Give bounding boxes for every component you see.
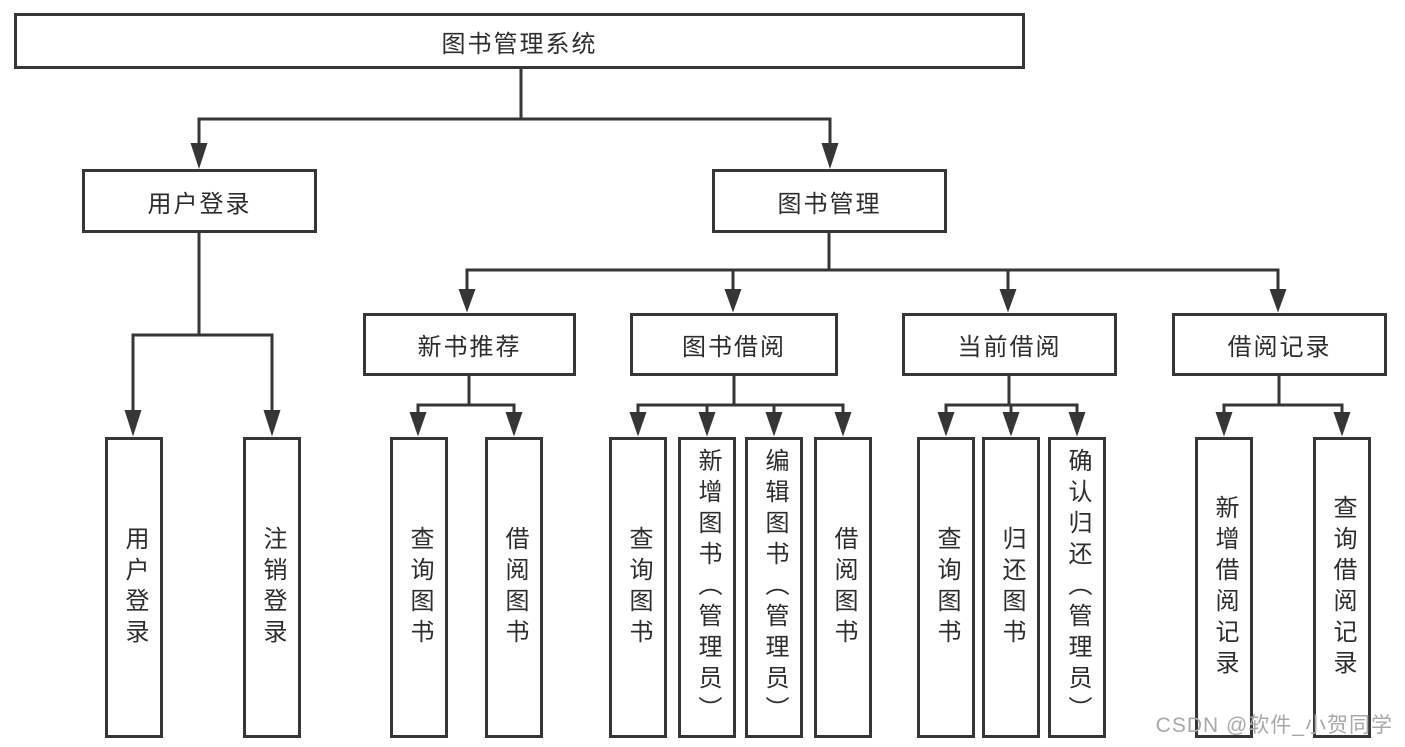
leaf-br-query-borrow-record-label: 查询借阅记录 <box>1329 494 1356 681</box>
leaf-nbr-query-books-label: 查询图书 <box>406 525 433 650</box>
connector-book-management-branch <box>458 232 1287 313</box>
csdn-watermark: CSDN @软件_小贺同学 <box>1155 714 1393 737</box>
leaf-bb-add-book-admin: 新增图书（管理员） <box>678 437 736 738</box>
leaf-br-add-borrow-record: 新增借阅记录 <box>1195 437 1253 738</box>
node-user-login-label: 用户登录 <box>147 190 252 218</box>
leaf-nbr-query-books: 查询图书 <box>390 437 448 738</box>
leaf-cb-query-books-label: 查询图书 <box>933 525 960 650</box>
connector-root-to-level2 <box>190 67 839 169</box>
connector-user-login-branch <box>124 232 281 437</box>
leaf-cb-query-books: 查询图书 <box>917 437 975 738</box>
leaf-cb-confirm-return-admin-label: 确认归还（管理员） <box>1064 448 1091 727</box>
leaf-nbr-borrow-books: 借阅图书 <box>485 437 543 738</box>
leaf-nbr-borrow-books-label: 借阅图书 <box>501 525 528 650</box>
leaf-bb-query-books-label: 查询图书 <box>625 525 652 650</box>
connector-current-borrowing-branch <box>937 374 1086 437</box>
leaf-cb-return-books-label: 归还图书 <box>998 525 1025 650</box>
node-library-management-system: 图书管理系统 <box>14 13 1025 69</box>
connector-new-book-recommend-branch <box>409 374 523 437</box>
node-borrowing-records-label: 借阅记录 <box>1227 334 1332 361</box>
node-book-borrowing-label: 图书借阅 <box>682 334 786 361</box>
leaf-bb-edit-book-admin-label: 编辑图书（管理员） <box>761 448 788 727</box>
leaf-user-login-label: 用户登录 <box>121 525 148 650</box>
leaf-user-login: 用户登录 <box>105 437 163 738</box>
leaf-bb-borrow-books: 借阅图书 <box>814 437 872 738</box>
node-current-borrowing-label: 当前借阅 <box>957 334 1062 361</box>
node-book-management: 图书管理 <box>712 169 947 233</box>
leaf-bb-borrow-books-label: 借阅图书 <box>830 525 857 650</box>
leaf-logout-label: 注销登录 <box>259 525 286 650</box>
node-new-book-recommend: 新书推荐 <box>363 313 576 376</box>
leaf-cb-return-books: 归还图书 <box>982 437 1040 738</box>
leaf-br-query-borrow-record: 查询借阅记录 <box>1313 437 1371 738</box>
node-current-borrowing: 当前借阅 <box>902 313 1117 376</box>
node-user-login: 用户登录 <box>82 169 317 233</box>
leaf-bb-query-books: 查询图书 <box>609 437 667 738</box>
connector-book-borrowing-branch <box>629 374 852 437</box>
leaf-cb-confirm-return-admin: 确认归还（管理员） <box>1048 437 1106 738</box>
node-borrowing-records: 借阅记录 <box>1172 313 1387 376</box>
node-book-management-label: 图书管理 <box>777 190 882 218</box>
leaf-br-add-borrow-record-label: 新增借阅记录 <box>1211 494 1238 681</box>
node-book-borrowing: 图书借阅 <box>630 313 838 376</box>
node-library-management-system-label: 图书管理系统 <box>441 30 598 58</box>
node-new-book-recommend-label: 新书推荐 <box>417 334 522 361</box>
leaf-bb-edit-book-admin: 编辑图书（管理员） <box>745 437 803 738</box>
leaf-logout: 注销登录 <box>243 437 301 738</box>
leaf-bb-add-book-admin-label: 新增图书（管理员） <box>694 448 721 727</box>
connector-borrowing-records-branch <box>1215 374 1351 437</box>
